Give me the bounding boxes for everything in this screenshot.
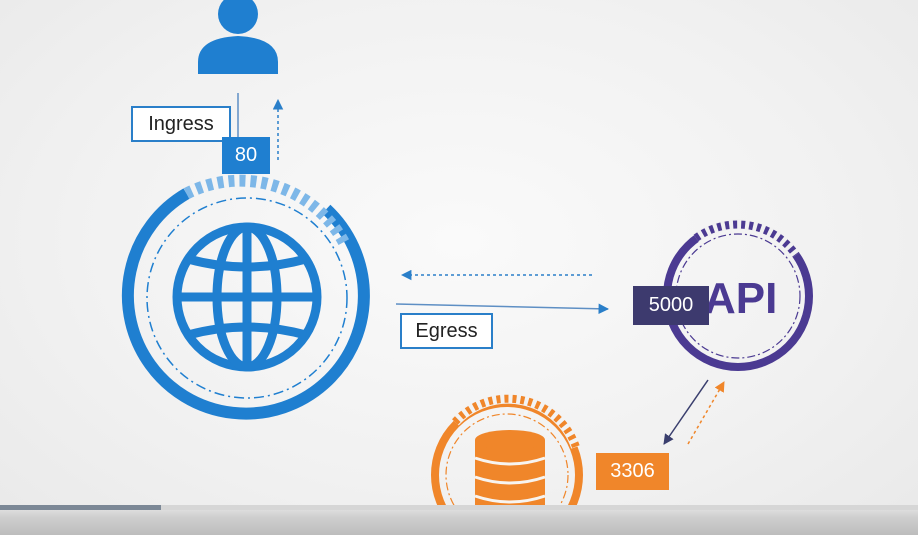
video-control-bar[interactable] <box>0 505 918 535</box>
progress-track[interactable] <box>0 505 918 510</box>
port-80-tag: 80 <box>222 137 270 174</box>
web-server-node <box>121 174 370 420</box>
db-response-arrow <box>687 381 725 445</box>
egress-arrow <box>395 303 610 315</box>
port-5000-tag: 5000 <box>633 286 709 325</box>
port-3306-tag: 3306 <box>596 453 669 490</box>
egress-label: Egress <box>400 313 493 349</box>
api-label: API <box>704 274 777 323</box>
ingress-label: Ingress <box>131 106 231 142</box>
globe-icon <box>172 222 322 372</box>
db-query-arrow <box>663 379 709 445</box>
progress-fill <box>0 505 161 510</box>
database-node <box>431 393 583 535</box>
user-icon <box>198 0 278 74</box>
